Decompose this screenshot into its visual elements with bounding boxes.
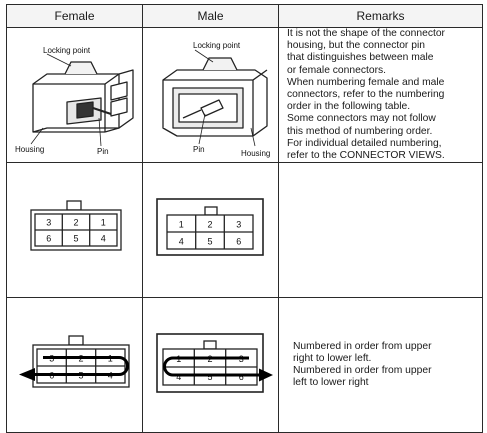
table-row-numbering-order: 3 2 1 6 5 4 (6, 297, 483, 433)
remarks-line: right to lower left. (293, 353, 372, 365)
female-numbering-drawing: 3 2 1 6 5 4 (19, 335, 130, 388)
remarks-order-text: Numbered in order from upper right to lo… (279, 341, 482, 390)
remarks-line: Numbered in order from upper (293, 365, 432, 377)
female-face-pin-1: 1 (101, 218, 106, 228)
male-connector-cell: Locking point Pin Housing (142, 26, 279, 164)
remarks-cell-general: It is not the shape of the connector hou… (278, 26, 483, 164)
remarks-line: Numbered in order from upper (293, 340, 432, 352)
male-order-pin-5: 5 (207, 372, 212, 382)
male-housing-label: Housing (241, 149, 270, 158)
female-connector-cell: Locking point Housing Pin (6, 26, 143, 164)
remarks-line: left to lower right (293, 377, 369, 389)
male-order-pin-6: 6 (239, 372, 244, 382)
female-face-pin-5: 5 (73, 234, 78, 244)
male-locking-point-label: Locking point (193, 41, 241, 50)
male-face-pin-6: 6 (236, 237, 241, 247)
female-connector-drawing: Locking point Housing Pin (15, 46, 134, 156)
male-order-pin-4: 4 (176, 372, 181, 382)
remarks-line: When numbering female and male (287, 76, 445, 88)
table-row-housing: Locking point Housing Pin (6, 26, 483, 164)
female-numbering-cell: 3 2 1 6 5 4 (6, 297, 143, 433)
female-face-pin-4: 4 (101, 234, 106, 244)
remarks-general-text: It is not the shape of the connector hou… (279, 28, 482, 162)
remarks-line: connectors, refer to the numbering (287, 89, 445, 101)
remarks-line: order in the following table. (287, 101, 411, 113)
header-male: Male (142, 4, 279, 28)
male-numbering-cell: 1 2 3 4 5 6 (142, 297, 279, 433)
remarks-line: For individual detailed numbering, (287, 137, 442, 149)
remarks-cell-order: Numbered in order from upper right to lo… (278, 297, 483, 433)
connector-numbering-table: Female Male Remarks (6, 4, 483, 433)
right-arrow-icon (259, 368, 273, 382)
remarks-line: housing, but the connector pin (287, 40, 425, 52)
female-numbering-path (35, 356, 129, 377)
male-pin-label: Pin (193, 145, 205, 154)
female-face-pin-3: 3 (46, 218, 51, 228)
remarks-line: Some connectors may not follow (287, 113, 436, 125)
female-housing-label: Housing (15, 145, 44, 154)
remarks-line: this method of numbering order. (287, 125, 433, 137)
remarks-line: that distinguishes between male (287, 52, 434, 64)
female-pin-label: Pin (97, 147, 109, 156)
female-locking-point-label: Locking point (43, 46, 91, 55)
male-face-pin-3: 3 (236, 220, 241, 230)
male-numbering-drawing: 1 2 3 4 5 6 (156, 333, 273, 394)
table-row-pin-faces: 3 2 1 6 5 4 1 (6, 162, 483, 299)
left-arrow-icon (19, 368, 35, 382)
male-face-pin-2: 2 (207, 220, 212, 230)
female-face-pin-6: 6 (46, 234, 51, 244)
header-remarks: Remarks (278, 4, 483, 28)
header-female: Female (6, 4, 143, 28)
male-pin-face-drawing: 1 2 3 4 5 6 (156, 198, 264, 257)
remarks-line: refer to the CONNECTOR VIEWS. (287, 150, 445, 162)
female-pin-face-cell: 3 2 1 6 5 4 (6, 162, 143, 299)
male-face-pin-5: 5 (207, 237, 212, 247)
male-connector-drawing: Locking point Pin Housing (162, 41, 270, 158)
male-numbering-path (163, 356, 259, 377)
male-face-pin-1: 1 (179, 220, 184, 230)
table-header-row: Female Male Remarks (6, 4, 483, 28)
remarks-line: or female connectors. (287, 64, 387, 76)
male-pin-face-cell: 1 2 3 4 5 6 (142, 162, 279, 299)
male-face-pin-4: 4 (179, 237, 184, 247)
remarks-cell-empty (278, 162, 483, 299)
female-pin-face-drawing: 3 2 1 6 5 4 (30, 200, 122, 251)
female-face-pin-2: 2 (73, 218, 78, 228)
remarks-line: It is not the shape of the connector (287, 28, 445, 39)
